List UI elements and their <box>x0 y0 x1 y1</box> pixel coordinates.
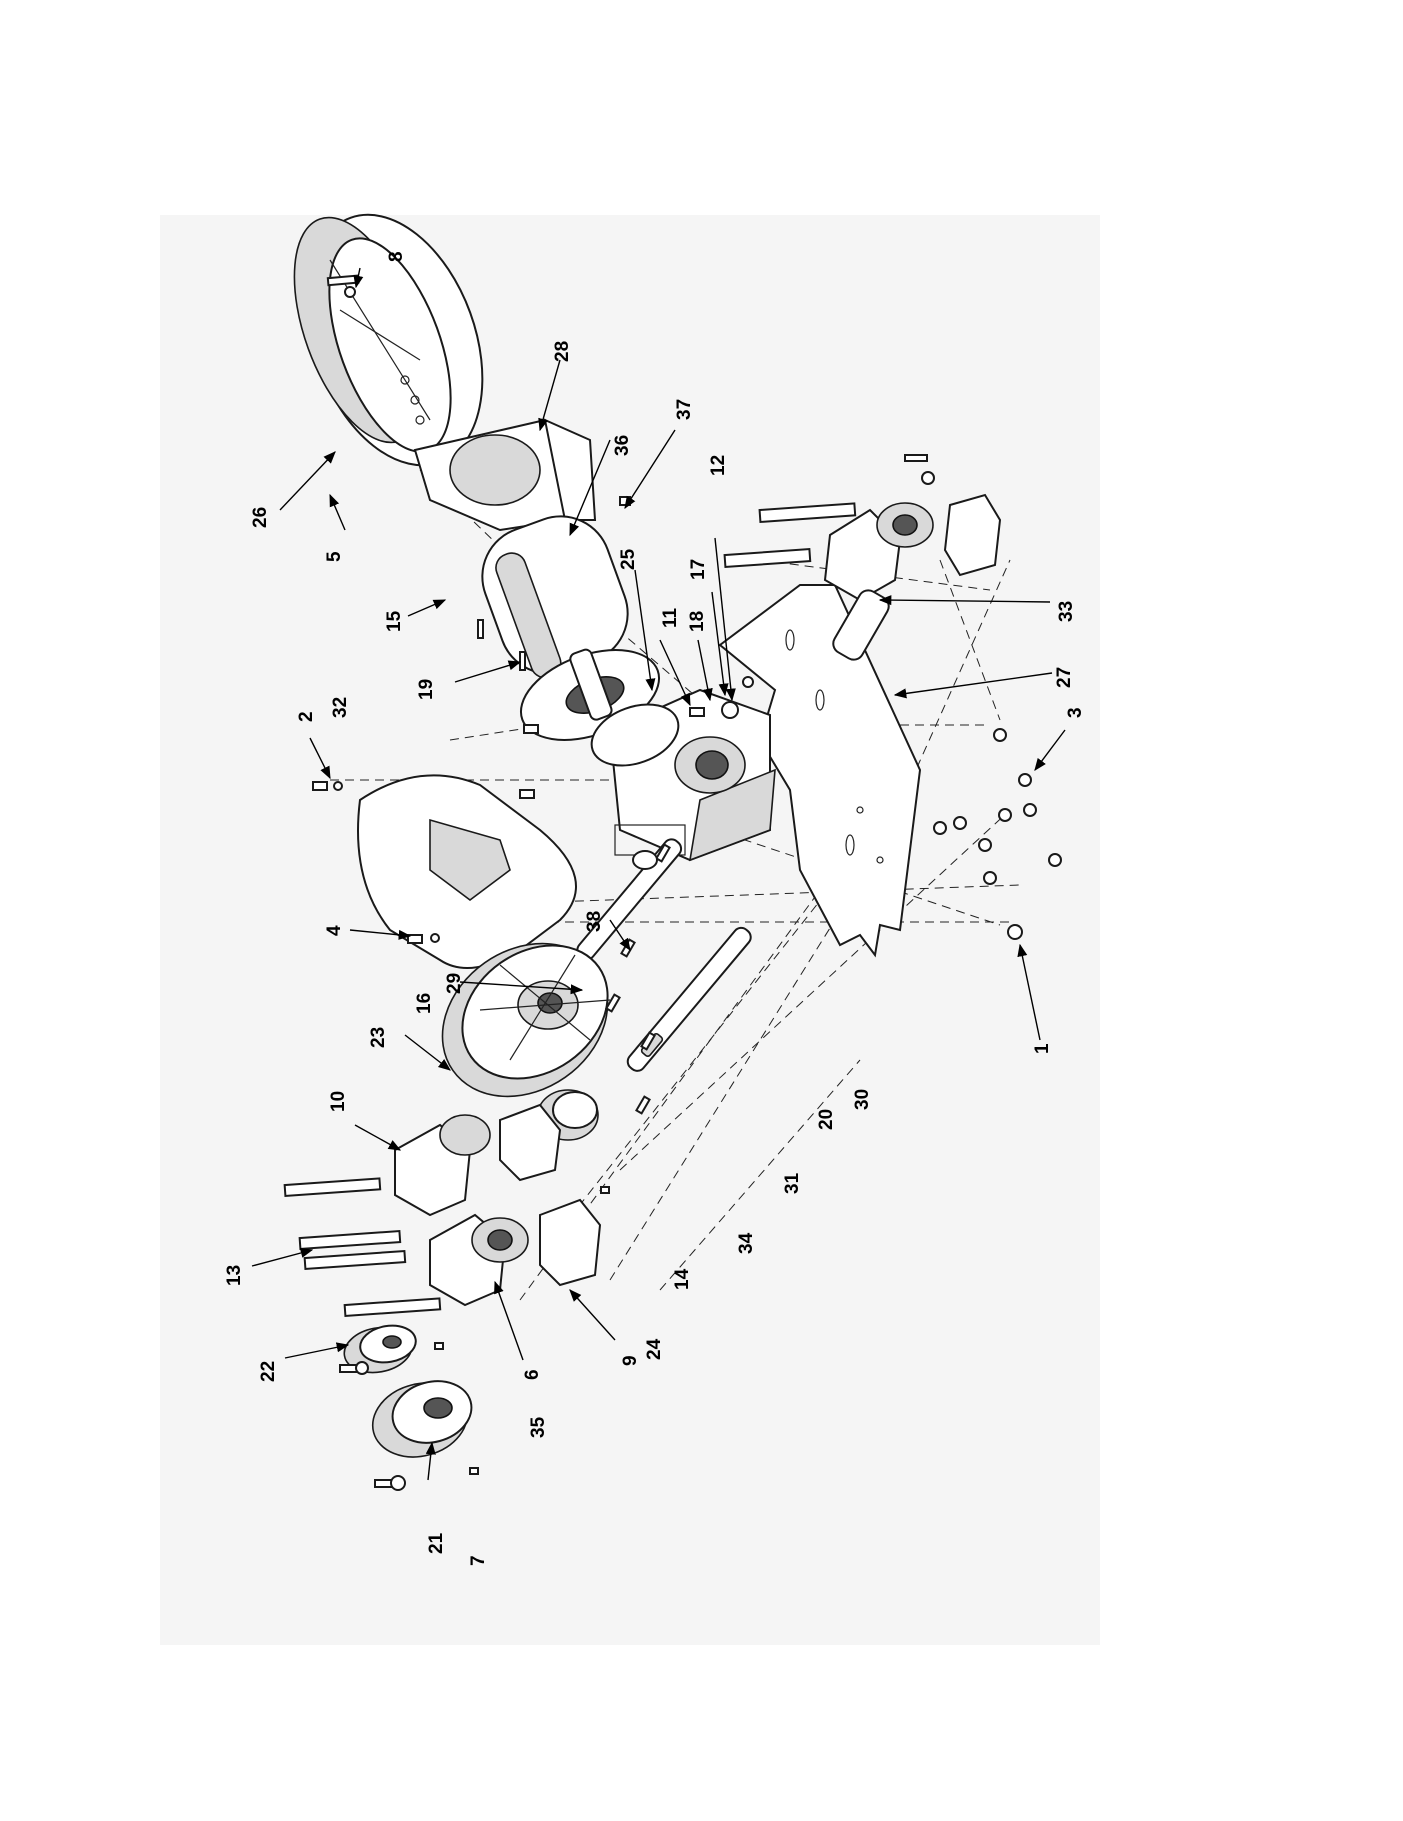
leader-1 <box>1017 943 1041 1041</box>
callout-6: 6 <box>522 1369 543 1380</box>
leader-29 <box>459 981 584 995</box>
callout-31: 31 <box>782 1172 803 1194</box>
spacer-tube <box>832 589 890 661</box>
leader-17 <box>711 591 729 697</box>
leader-11 <box>659 639 691 707</box>
page-tint <box>160 215 1100 1645</box>
chain-cover <box>357 774 577 969</box>
callout-20: 20 <box>816 1109 837 1130</box>
callout-27: 27 <box>1054 667 1075 688</box>
leader-19 <box>454 660 522 683</box>
long-bolts <box>283 1177 442 1318</box>
leader-38 <box>609 919 631 952</box>
bearing-block-lower <box>394 1103 602 1307</box>
large-pulley <box>371 1380 473 1458</box>
callout-24: 24 <box>644 1338 665 1360</box>
callout-leaders <box>251 267 1066 1481</box>
leader-10 <box>354 1124 402 1151</box>
callout-3: 3 <box>1065 707 1086 718</box>
large-gear <box>441 942 611 1098</box>
callout-32: 32 <box>330 697 351 718</box>
leader-26 <box>279 451 336 511</box>
leader-36 <box>569 439 611 537</box>
leader-9 <box>569 1289 616 1341</box>
callout-18: 18 <box>687 611 708 632</box>
callout-5: 5 <box>324 551 345 562</box>
hardware <box>312 274 1062 1491</box>
leader-3 <box>1034 729 1066 772</box>
callout-17: 17 <box>688 559 709 580</box>
leader-37 <box>624 429 676 510</box>
leader-15 <box>407 599 447 617</box>
callout-11: 11 <box>660 607 681 628</box>
callout-7: 7 <box>468 1555 489 1566</box>
leader-4 <box>349 929 412 940</box>
callout-2: 2 <box>296 711 317 722</box>
leader-33 <box>878 595 1051 606</box>
callouts: 1 2 3 4 5 6 7 8 9 10 11 12 13 14 15 16 1… <box>224 251 1086 1566</box>
motor <box>481 515 661 741</box>
leader-8 <box>353 267 364 289</box>
callout-29: 29 <box>444 973 465 994</box>
leader-6 <box>494 1280 524 1361</box>
bearing-block-upper <box>723 493 1002 602</box>
leader-28 <box>538 359 561 432</box>
leader-27 <box>893 672 1053 699</box>
callout-16: 16 <box>414 993 435 1014</box>
callout-13: 13 <box>224 1265 245 1286</box>
callout-8: 8 <box>386 251 407 262</box>
callout-12: 12 <box>708 455 729 476</box>
callout-37: 37 <box>674 399 695 420</box>
leader-5 <box>329 493 346 531</box>
mounting-plate <box>718 584 922 958</box>
callout-36: 36 <box>612 435 633 456</box>
callout-1: 1 <box>1032 1043 1053 1054</box>
callout-30: 30 <box>852 1089 873 1110</box>
callout-4: 4 <box>324 925 345 936</box>
callout-9: 9 <box>620 1355 641 1366</box>
gearbox <box>590 688 776 862</box>
callout-21: 21 <box>426 1532 447 1554</box>
callout-25: 25 <box>618 548 639 570</box>
leader-25 <box>634 569 656 692</box>
callout-28: 28 <box>552 341 573 362</box>
callout-35: 35 <box>528 1416 549 1438</box>
callout-14: 14 <box>672 1268 693 1290</box>
callout-15: 15 <box>384 610 405 632</box>
leader-18 <box>697 639 713 702</box>
leader-12 <box>714 537 736 702</box>
callout-23: 23 <box>368 1027 389 1048</box>
callout-10: 10 <box>328 1091 349 1112</box>
callout-38: 38 <box>584 911 605 932</box>
leader-23 <box>404 1034 451 1071</box>
callout-33: 33 <box>1056 601 1077 622</box>
callout-34: 34 <box>736 1232 757 1254</box>
leader-13 <box>251 1248 314 1267</box>
leader-2 <box>309 737 331 780</box>
callout-19: 19 <box>416 679 437 700</box>
leader-22 <box>284 1342 350 1359</box>
callout-26: 26 <box>250 507 271 528</box>
callout-22: 22 <box>258 1361 279 1382</box>
leader-21 <box>425 1441 436 1481</box>
